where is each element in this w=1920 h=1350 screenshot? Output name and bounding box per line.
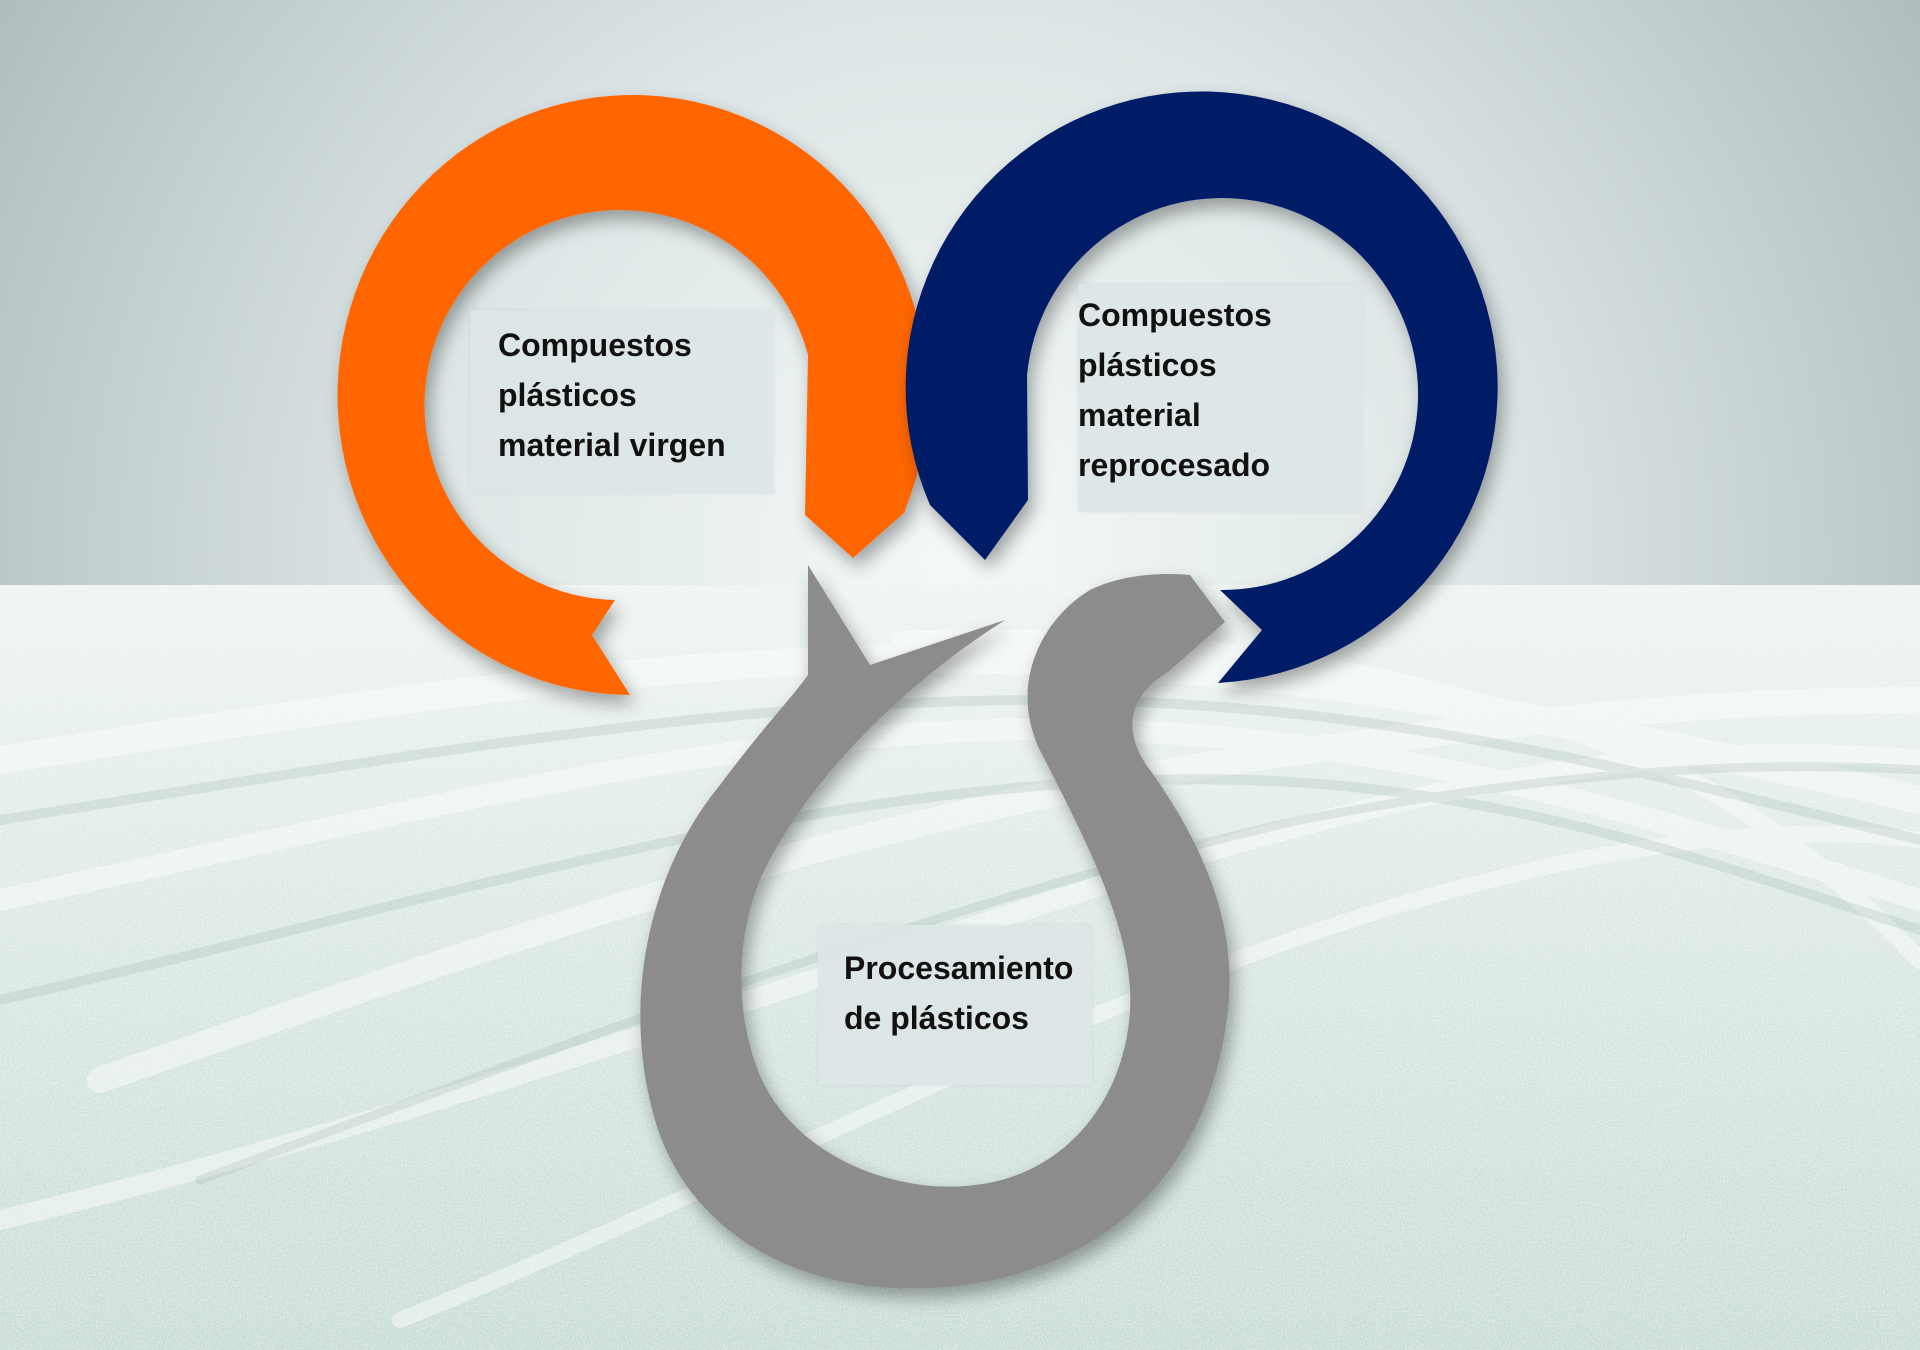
navy-cycle-arrow-icon [905, 91, 1498, 684]
node-plastic-processing-label: Procesamiento de plásticos [844, 950, 1074, 1036]
node-reprocessed-material-label: Compuestos plásticos material reprocesad… [1078, 297, 1272, 483]
node-virgin-material: Compuestos plásticos material virgen [470, 310, 774, 494]
gray-cycle-arrow-icon [640, 565, 1230, 1289]
node-plastic-processing: Procesamiento de plásticos [818, 925, 1092, 1085]
node-reprocessed-material: Compuestos plásticos material reprocesad… [1078, 284, 1362, 512]
orange-cycle-arrow-icon [337, 95, 928, 696]
node-virgin-material-label: Compuestos plásticos material virgen [498, 327, 726, 463]
